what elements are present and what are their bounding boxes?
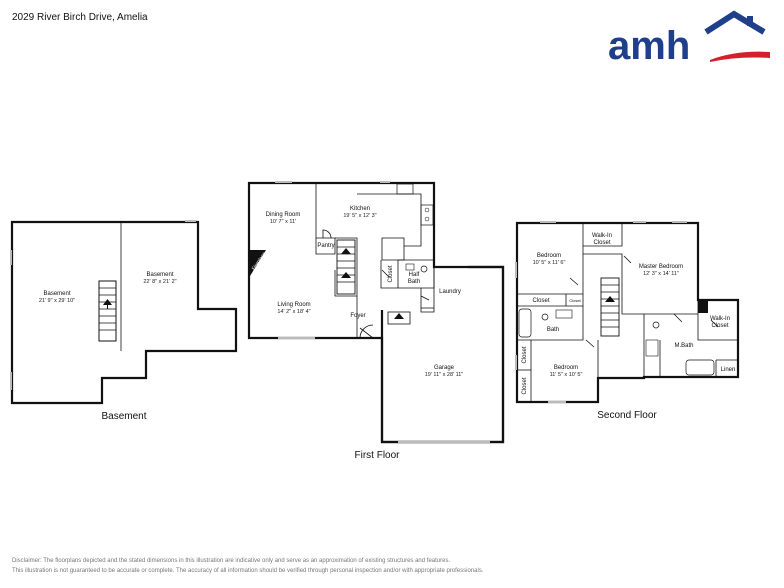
bath-sink-icon xyxy=(555,309,573,319)
property-address: 2029 River Birch Drive, Amelia xyxy=(12,12,148,23)
room-basement-a-dim: 21' 9" x 29' 10" xyxy=(39,298,75,304)
room-living-dim: 14' 2" x 18' 4" xyxy=(277,309,310,315)
mbath-tub-icon xyxy=(685,359,715,376)
basement-plan: Basement 21' 9" x 29' 10" Basement 22' 8… xyxy=(10,220,238,422)
half-bath-sink-icon xyxy=(405,263,415,271)
logo-text: amh xyxy=(608,24,690,66)
room-pantry-name: Pantry xyxy=(317,243,334,249)
first-floor-stairs xyxy=(336,239,356,295)
fireplace-icon xyxy=(250,250,266,276)
room-laundry-name: Laundry xyxy=(439,289,461,295)
room-master-dim: 12' 3" x 14' 11" xyxy=(643,271,679,277)
room-garage-dim: 19' 11" x 28' 11" xyxy=(425,372,464,378)
foyer-stairs xyxy=(387,311,411,325)
stair-arrow-down-icon xyxy=(341,272,351,278)
room-dining-dim: 10' 7" x 11' xyxy=(270,219,296,225)
room-bedroom1-name: Bedroom xyxy=(537,253,561,259)
room-bedroom1-dim: 10' 5" x 11' 6" xyxy=(533,260,566,266)
basement-stairs xyxy=(98,280,117,342)
mbath-vanity-icon xyxy=(645,339,659,357)
room-closet-first-name: Closet xyxy=(388,265,394,282)
disclaimer-line-2: This illustration is not guaranteed to b… xyxy=(12,568,484,574)
room-dining-name: Dining Room xyxy=(266,212,301,218)
stair-arrow-foyer-icon xyxy=(394,313,404,319)
kitchen-sink-icon xyxy=(396,183,414,195)
stair-arrow-icon xyxy=(103,299,112,305)
first-floor-plan: Dining Room 10' 7" x 11' Kitchen 19' 5" … xyxy=(247,181,505,461)
disclaimer: Disclaimer: The floorplans depicted and … xyxy=(12,556,484,576)
stair-arrow-second-icon xyxy=(605,296,615,302)
bath-toilet-icon xyxy=(541,313,549,321)
room-closet-a-name: Closet xyxy=(532,298,549,304)
wall-block-icon xyxy=(698,300,708,313)
stair-arrow-up-icon xyxy=(341,248,351,254)
room-kitchen-dim: 19' 5" x 12' 3" xyxy=(343,213,376,219)
room-garage-name: Garage xyxy=(434,365,455,371)
chimney-icon xyxy=(747,16,753,26)
house-roof-icon xyxy=(704,10,766,35)
range-icon xyxy=(420,204,434,226)
floor-label-first: First Floor xyxy=(355,450,401,461)
second-floor-stairs xyxy=(600,277,620,337)
room-living-name: Living Room xyxy=(277,302,310,308)
room-mbath-name: M.Bath xyxy=(674,343,693,349)
room-foyer-name: Foyer xyxy=(350,313,365,319)
floor-label-basement: Basement xyxy=(101,411,146,422)
room-basement-b-dim: 22' 8" x 21' 2" xyxy=(143,279,176,285)
room-bath-name: Bath xyxy=(547,327,559,333)
floor-label-second: Second Floor xyxy=(597,410,657,421)
room-closet-c-name: Closet xyxy=(522,346,528,363)
room-linen-name: Linen xyxy=(721,367,736,373)
room-bedroom2-dim: 11' 5" x 10' 5" xyxy=(550,372,583,378)
toilet-icon xyxy=(420,265,428,273)
room-master-name: Master Bedroom xyxy=(639,264,683,270)
room-bedroom2-name: Bedroom xyxy=(554,365,578,371)
bathtub-icon xyxy=(518,308,532,338)
room-basement-b-name: Basement xyxy=(146,272,173,278)
logo-swoosh-icon xyxy=(710,51,770,62)
mbath-toilet-icon xyxy=(652,321,660,329)
disclaimer-line-1: Disclaimer: The floorplans depicted and … xyxy=(12,558,451,564)
room-closet-b-name: Closet xyxy=(569,298,581,303)
room-basement-a-name: Basement xyxy=(43,291,70,297)
amh-logo: amh xyxy=(608,10,770,66)
room-closet-d-name: Closet xyxy=(522,377,528,394)
room-kitchen-name: Kitchen xyxy=(350,206,370,212)
